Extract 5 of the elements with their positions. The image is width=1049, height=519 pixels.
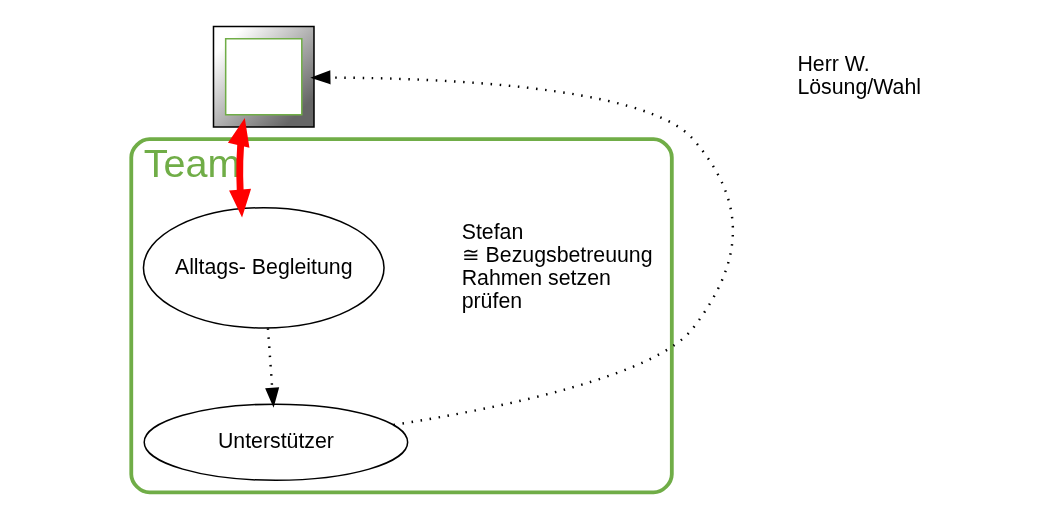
node-label: Herr W. bbox=[797, 51, 870, 76]
node-label: Stefan bbox=[461, 220, 524, 245]
node-label: Lösung/Wahl bbox=[797, 74, 921, 99]
node-label: ≅ Bezugsbetreuung bbox=[461, 243, 653, 268]
node-label: prüfen bbox=[461, 288, 523, 313]
